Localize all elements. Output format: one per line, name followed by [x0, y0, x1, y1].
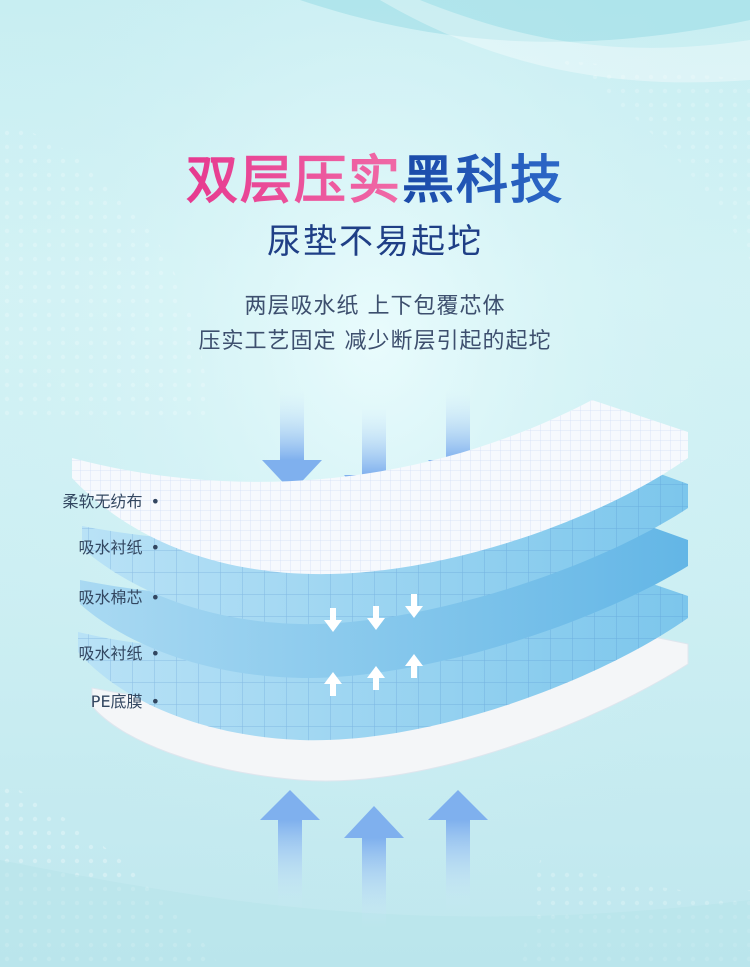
headline: 双层压实黑科技: [0, 138, 750, 213]
arrow-up-icon: [260, 790, 320, 910]
layer-label-nonwoven: 柔软无纺布•: [62, 492, 160, 511]
headline-part1: 双层压实: [185, 151, 402, 211]
arrow-up-icon: [428, 790, 488, 910]
small-arrow-icon: [367, 606, 385, 630]
small-arrow-icon: [405, 654, 423, 678]
layer-label-paper-lower: 吸水衬纸•: [78, 644, 160, 663]
arrow-down-icon: [262, 390, 322, 492]
layer-label-core: 吸水棉芯•: [78, 588, 160, 607]
small-arrow-icon: [324, 608, 342, 632]
subheadline: 尿垫不易起坨: [267, 222, 483, 262]
layer-label-pe-film: PE底膜•: [90, 692, 160, 711]
arrow-up-icon: [344, 806, 404, 928]
small-arrow-icon: [405, 594, 423, 618]
description-line2: 压实工艺固定 减少断层引起的起坨: [198, 329, 552, 354]
layer-label-paper-upper: 吸水衬纸•: [78, 538, 160, 557]
description-line1: 两层吸水纸 上下包覆芯体: [244, 294, 506, 319]
small-arrow-icon: [324, 672, 342, 696]
small-arrow-icon: [367, 666, 385, 690]
headline-part2: 黑科技: [402, 151, 565, 211]
